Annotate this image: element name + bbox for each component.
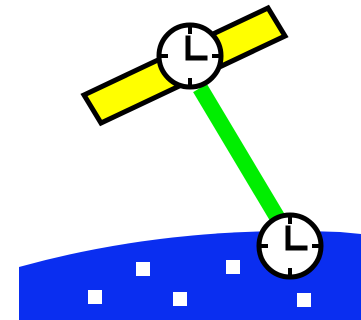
signal-beam xyxy=(200,88,286,232)
earth-square xyxy=(136,262,150,276)
satellite-clock-icon xyxy=(159,25,221,87)
earth-square xyxy=(88,290,102,304)
earth-square xyxy=(297,293,311,307)
ground-clock-icon xyxy=(259,215,321,277)
earth-square xyxy=(226,260,240,274)
earth-square xyxy=(173,292,187,306)
